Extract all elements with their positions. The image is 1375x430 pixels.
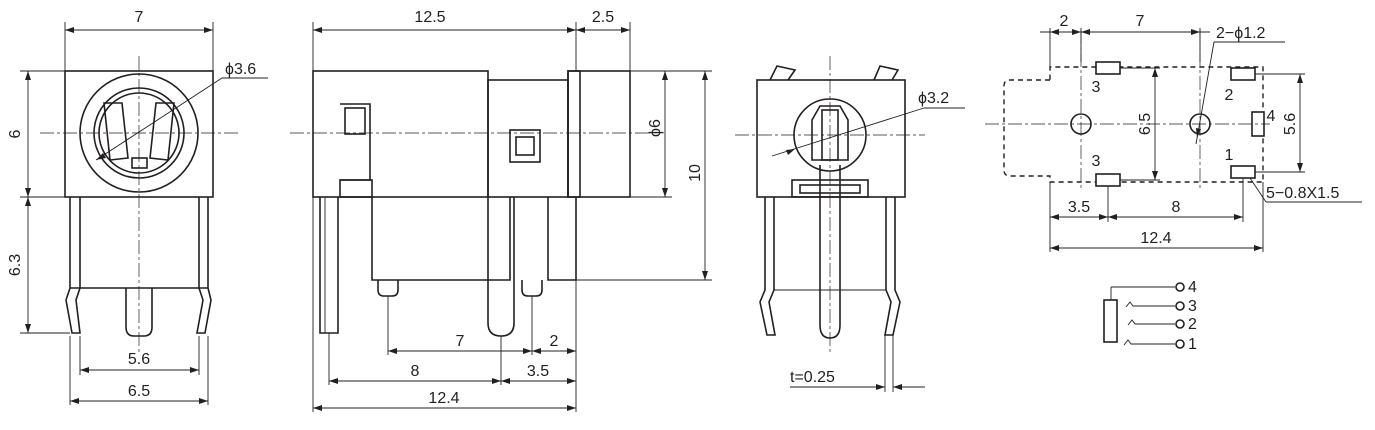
schematic-pin-1: 1 bbox=[1188, 336, 1197, 353]
fp-dim-holes: 2−ϕ1.2 bbox=[1216, 25, 1266, 42]
front-dim-height-body: 6 bbox=[7, 129, 24, 138]
side-dim-pin-7: 7 bbox=[456, 333, 465, 350]
schematic-pin-3: 3 bbox=[1188, 298, 1197, 315]
front-dim-height-pins: 6.3 bbox=[7, 254, 24, 276]
front-dim-width: 7 bbox=[135, 9, 144, 26]
fp-pad-label-1: 1 bbox=[1225, 147, 1234, 164]
fp-dim-slots: 5−0.8X1.5 bbox=[1266, 185, 1340, 202]
front-dim-bore: ϕ3.6 bbox=[225, 61, 256, 78]
side-dim-pin-3-5: 3.5 bbox=[527, 363, 549, 380]
fp-dim-top-2: 2 bbox=[1060, 13, 1069, 30]
rear-dim-bore: ϕ3.2 bbox=[918, 90, 949, 107]
pcb-footprint: 2 7 2−ϕ1.2 6.5 5.6 3.5 8 12.4 5−0.8X1.5 … bbox=[985, 13, 1362, 252]
front-dim-pin-outer: 6.5 bbox=[128, 383, 150, 400]
front-dim-pin-pitch: 5.6 bbox=[128, 351, 150, 368]
fp-dim-6-5: 6.5 bbox=[1137, 113, 1154, 135]
schematic-pin-2: 2 bbox=[1188, 316, 1197, 333]
fp-pad-label-2: 2 bbox=[1225, 87, 1234, 104]
fp-dim-bottom-3-5: 3.5 bbox=[1068, 199, 1090, 216]
fp-dim-top-7: 7 bbox=[1136, 13, 1145, 30]
rear-view: ϕ3.2 t=0.25 bbox=[735, 56, 965, 392]
fp-dim-bottom-8: 8 bbox=[1172, 199, 1181, 216]
fp-pad-label-3-bottom: 3 bbox=[1092, 153, 1101, 170]
side-dim-nose-length: 2.5 bbox=[592, 9, 614, 26]
side-view: 12.5 2.5 ϕ6 10 7 2 8 3.5 12.4 bbox=[290, 9, 712, 412]
fp-pad-label-3-top: 3 bbox=[1092, 79, 1101, 96]
side-dim-total-height: 10 bbox=[687, 164, 704, 182]
rear-dim-thickness: t=0.25 bbox=[790, 369, 835, 386]
side-dim-pin-2: 2 bbox=[550, 333, 559, 350]
side-dim-total-length: 12.4 bbox=[428, 390, 459, 407]
side-dim-nose-diameter: ϕ6 bbox=[647, 119, 664, 137]
fp-dim-5-6: 5.6 bbox=[1282, 113, 1299, 135]
fp-dim-bottom-12-4: 12.4 bbox=[1140, 230, 1171, 247]
schematic-pin-4: 4 bbox=[1188, 279, 1197, 296]
pin-schematic: 4 3 2 1 bbox=[1103, 279, 1197, 353]
side-dim-body-length: 12.5 bbox=[414, 9, 445, 26]
side-dim-pin-8: 8 bbox=[411, 363, 420, 380]
fp-pad-label-4: 4 bbox=[1267, 108, 1276, 125]
front-view: 7 ϕ3.6 6 6.3 5.6 6.5 bbox=[7, 9, 268, 405]
